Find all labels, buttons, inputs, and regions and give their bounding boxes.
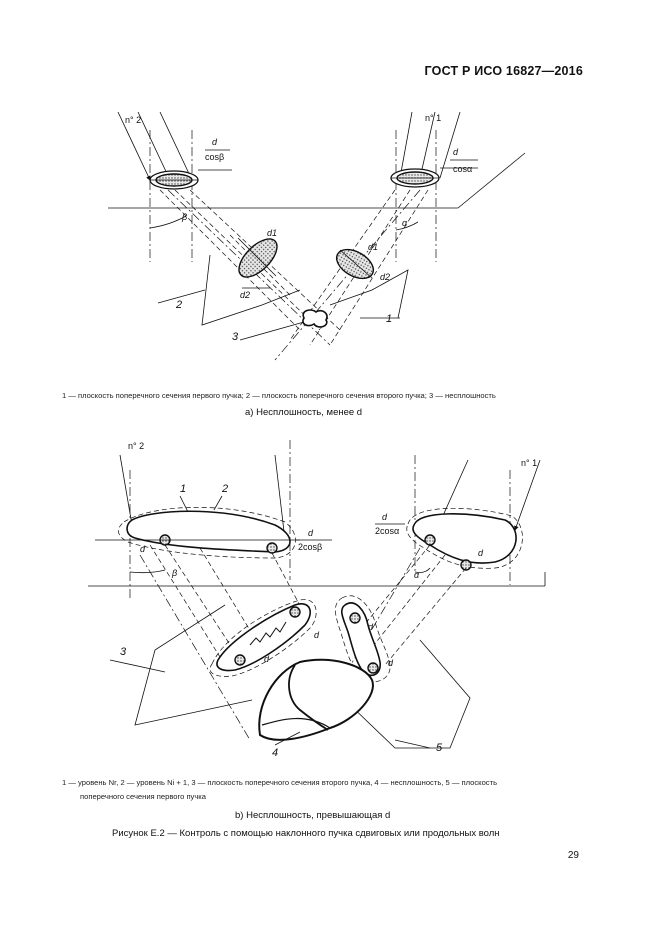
beam1-shape-top	[412, 513, 517, 564]
label-4-b: 4	[272, 747, 278, 759]
plane-1-outline	[329, 269, 409, 319]
svg-text:d: d	[453, 147, 459, 157]
svg-text:d: d	[478, 548, 484, 558]
svg-text:d: d	[368, 622, 374, 632]
figure-a: n° 2 n° 1 d cosβ d cosα d1 d2 d1 d2 β α …	[108, 111, 526, 361]
page-number: 29	[567, 850, 579, 861]
plane-3-outline	[134, 604, 253, 726]
svg-text:d: d	[212, 137, 218, 147]
svg-text:d: d	[264, 654, 270, 664]
svg-text:d2: d2	[380, 272, 390, 282]
figure-title: Рисунок Е.2 — Контроль с помощью наклонн…	[112, 828, 500, 839]
subtitle-a: а) Несплошность, менее d	[245, 407, 363, 418]
svg-text:β: β	[181, 212, 187, 222]
label-3: 3	[232, 331, 239, 343]
svg-text:α: α	[414, 570, 420, 580]
beam2-label-b: n° 2	[128, 441, 144, 451]
svg-text:d: d	[140, 544, 146, 554]
label-5-b: 5	[436, 742, 443, 754]
svg-text:d: d	[382, 512, 388, 522]
beam2-label: n° 2	[125, 115, 141, 125]
beam1-label-b: n° 1	[521, 458, 537, 468]
svg-text:cosα: cosα	[453, 164, 472, 174]
svg-text:d: d	[314, 630, 320, 640]
label-2: 2	[175, 299, 182, 311]
label-3-b: 3	[120, 646, 127, 658]
caption-b-line2: поперечного сечения первого пучка	[80, 792, 207, 801]
discontinuity-a	[302, 309, 328, 328]
standard-header: ГОСТ Р ИСО 16827—2016	[424, 64, 583, 78]
beam1-label: n° 1	[425, 113, 441, 123]
svg-text:d1: d1	[267, 228, 277, 238]
subtitle-b: b) Несплошность, превышающая d	[235, 810, 391, 821]
label-1: 1	[386, 313, 392, 325]
plane-5-outline	[344, 639, 471, 749]
svg-text:d: d	[388, 658, 394, 668]
figure-b: n° 2 n° 1 1 2 d 2cosβ d 2cosα d d d d d …	[88, 440, 546, 759]
svg-text:d2: d2	[240, 290, 250, 300]
discontinuity-b	[258, 658, 374, 741]
svg-text:2cosα: 2cosα	[375, 526, 399, 536]
svg-text:α: α	[402, 218, 408, 228]
plane-2-outline	[201, 254, 301, 326]
svg-text:d1: d1	[368, 242, 378, 252]
svg-text:1: 1	[180, 483, 186, 495]
caption-b-line1: 1 — уровень Nr, 2 — уровень Ni + 1, 3 — …	[62, 778, 498, 787]
svg-text:d: d	[308, 528, 314, 538]
svg-text:2: 2	[221, 483, 228, 495]
beam2-shape-top	[126, 510, 291, 553]
svg-text:cosβ: cosβ	[205, 152, 224, 162]
caption-a: 1 — плоскость поперечного сечения первог…	[62, 391, 496, 400]
svg-text:2cosβ: 2cosβ	[298, 542, 322, 552]
svg-text:β: β	[171, 568, 177, 578]
